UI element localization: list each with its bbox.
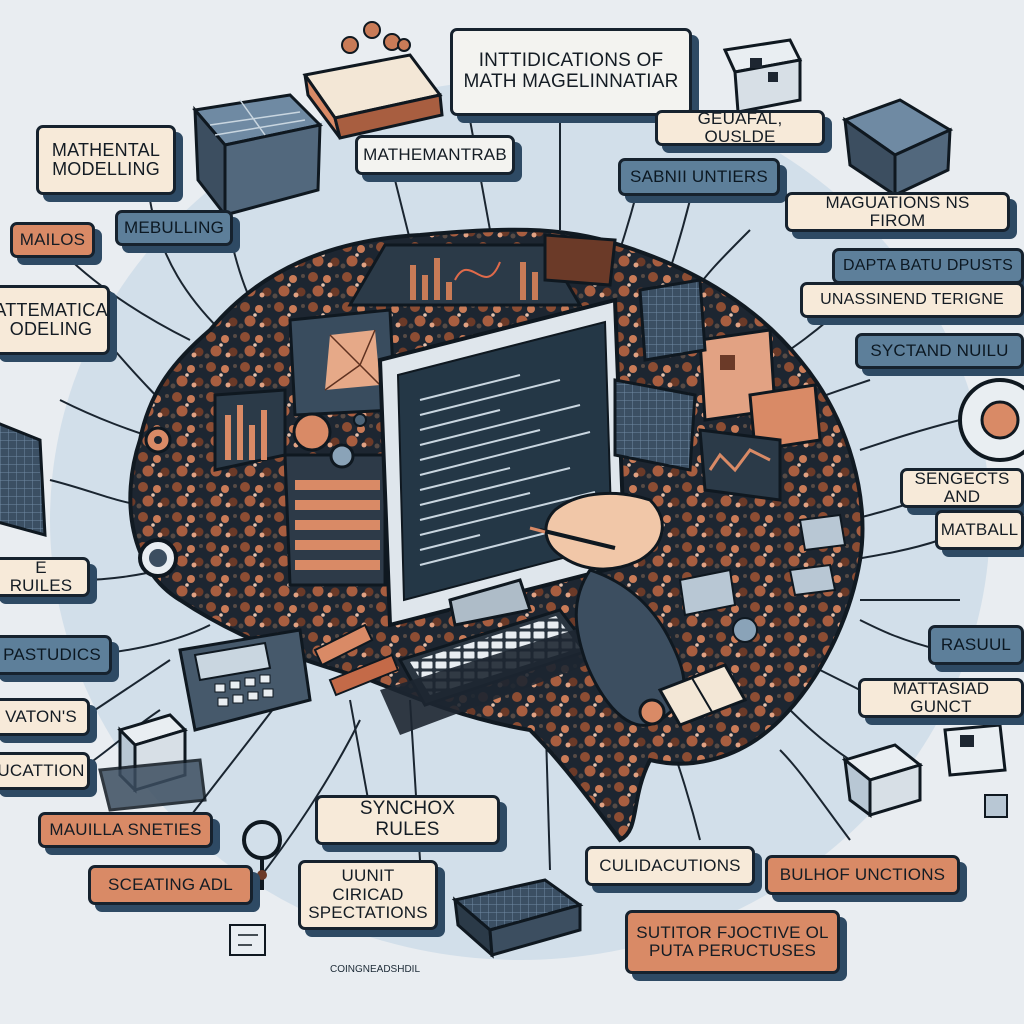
grid-panel-right [613, 378, 782, 502]
grid-box-left [0, 422, 47, 537]
board-with-figures [302, 21, 444, 140]
cube-bottom-left [98, 713, 207, 812]
callout-athematica-line1: ATTEMATICA [0, 299, 108, 320]
callout-vatons-text: VATON'S [5, 706, 77, 726]
callout-mattasiad-text: MATTASIAD GUNCT [892, 678, 990, 716]
callout-e-ruiles: E RUILES [0, 557, 90, 597]
callout-sceating-text: SCEATING ADL [108, 874, 233, 894]
callout-syctand: SYCTAND NUILU [855, 333, 1024, 369]
callout-sabni: SABNII UNTIERS [618, 158, 780, 196]
callout-mebulling-text: MEBULLING [123, 217, 225, 237]
calculator-icon [178, 628, 312, 732]
callout-e-ruiles-text: E RUILES [9, 557, 73, 595]
callout-rasuul: RASUUL [928, 625, 1024, 665]
callout-unit-ciricad-line1: UUNIT CIRICAD [332, 866, 404, 904]
callout-unit-ciricad: UUNIT CIRICAD SPECTATIONS [298, 860, 438, 930]
callout-matball-text: MATBALL [940, 519, 1019, 539]
callout-bulhof: BULHOF UNCTIONS [765, 855, 960, 895]
callout-sutitor-line1: SUTITOR FJOCTIVE OL [636, 922, 829, 942]
callout-unassinend: UNASSINEND TERIGNE [800, 282, 1024, 318]
callout-sutitor: SUTITOR FJOCTIVE OL PUTA PERUCTUSES [625, 910, 840, 974]
keyboard-icon [380, 608, 600, 735]
callout-dapta: DAPTA BATU DPUSTS [832, 248, 1024, 284]
callout-culida: CULIDACUTIONS [585, 846, 755, 886]
callout-ucattion: UCATTION [0, 752, 90, 790]
tablet-panel [543, 233, 707, 362]
callout-sengects: SENGECTS AND [900, 468, 1024, 508]
bar-chart-panel [213, 388, 287, 472]
cube-icon [722, 38, 803, 114]
mini-boxes-right [678, 513, 847, 643]
callout-mathental: MATHENTAL MODELLING [36, 125, 176, 195]
callout-unit-ciricad-line2: SPECTATIONS [308, 903, 428, 923]
callout-culida-text: CULIDACUTIONS [599, 855, 741, 875]
callout-mebulling: MEBULLING [115, 210, 233, 246]
lined-panel-left [283, 453, 387, 587]
callout-top-banner: INTTIDICATIONS OF MATH MAGELINNATIAR [450, 28, 692, 116]
callout-vatons: VATON'S [0, 698, 90, 736]
callout-sceating: SCEATING ADL [88, 865, 253, 905]
callout-pastudics: PASTUDICS [0, 635, 112, 675]
callout-sengects-text: SENGECTS AND [914, 468, 1010, 506]
callout-ucattion-text: UCATTION [0, 760, 85, 780]
callout-gaeufal-text: GEUAFAL, OUSLDE [697, 108, 783, 146]
gear-icon [138, 426, 666, 726]
callout-athematica-line2: ODELING [9, 319, 93, 339]
callout-sutitor-line2: PUTA PERUCTUSES [648, 941, 817, 960]
callout-mailos: MAILOS [10, 222, 95, 258]
callout-rasuul-text: RASUUL [940, 634, 1012, 654]
pencil-icon [313, 623, 400, 697]
orbs [292, 412, 367, 469]
callout-mathental-line2: MODELLING [52, 159, 160, 179]
callout-mathemantrab-text: MATHEMANTRAB [363, 144, 507, 164]
callout-bulhof-text: BULHOF UNCTIONS [779, 864, 946, 884]
callout-dapta-text: DAPTA BATU DPUSTS [843, 257, 1013, 275]
hand-with-pen-icon [529, 492, 686, 727]
small-device [229, 924, 266, 956]
callout-pastudics-text: PASTUDICS [3, 644, 101, 664]
chip-icon-bottom [451, 878, 584, 959]
callout-mailos-text: MAILOS [19, 229, 86, 249]
callout-synchox-text: SYNCHOX RULES [359, 798, 456, 840]
callout-maguations: MAGUATIONS NS FIROM [785, 192, 1010, 232]
callout-mauilla: MAUILLA SNETIES [38, 812, 213, 848]
callout-gaeufal: GEUAFAL, OUSLDE [655, 108, 825, 146]
gear-icon-right [958, 378, 1024, 462]
magnifier-icon [242, 820, 282, 890]
cube-cluster-bottom-right [841, 723, 1008, 818]
bottom-tag: COINGNEADSHDIL [330, 964, 421, 975]
callout-synchox: SYNCHOX RULES [315, 795, 500, 845]
callout-unassinend-text: UNASSINEND TERIGNE [820, 291, 1004, 309]
callout-matball: MATBALL [935, 510, 1024, 550]
callout-syctand-text: SYCTAND NUILU [870, 340, 1009, 360]
callout-top-banner-line1: INTTIDICATIONS OF [478, 50, 664, 72]
chart-panel-top [347, 243, 583, 307]
callout-mathemantrab: MATHEMANTRAB [355, 135, 515, 175]
callout-top-banner-line2: MATH MAGELINNATIAR [463, 71, 679, 92]
callout-mattasiad: MATTASIAD GUNCT [858, 678, 1024, 718]
callout-sabni-text: SABNII UNTIERS [630, 166, 768, 186]
callout-mathental-line1: MATHENTAL [51, 139, 161, 160]
cube-stack-right [698, 328, 822, 452]
callout-athematica: ATTEMATICA ODELING [0, 285, 110, 355]
open-book-icon [657, 663, 748, 727]
callout-mauilla-text: MAUILLA SNETIES [49, 819, 202, 839]
callout-maguations-text: MAGUATIONS NS FIROM [825, 192, 970, 230]
